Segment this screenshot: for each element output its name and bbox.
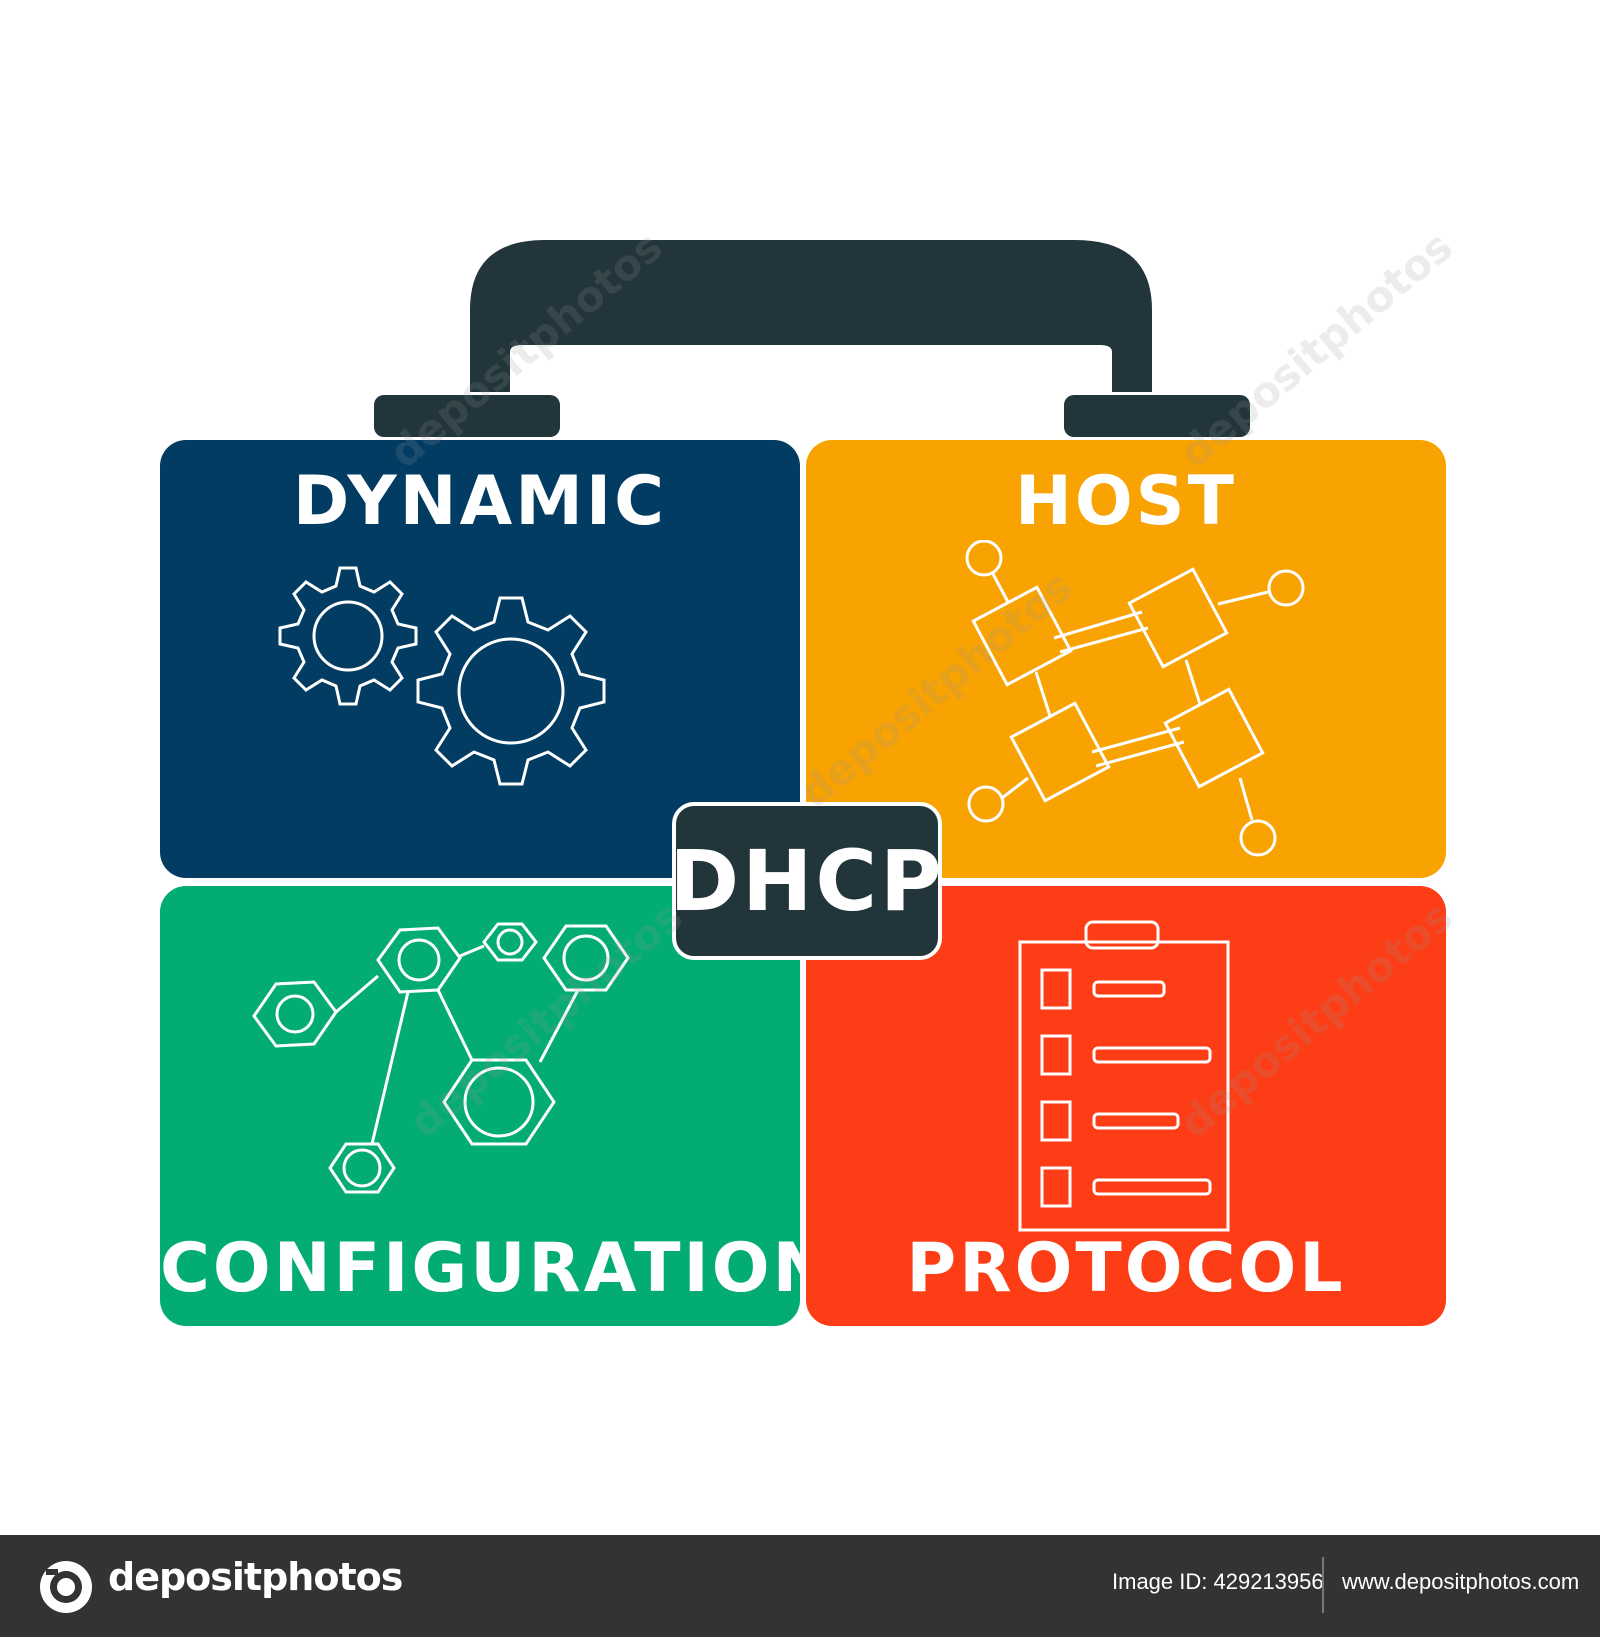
briefcase-handle <box>374 240 1250 437</box>
molecule-icon <box>252 922 630 1194</box>
panel-dynamic-label: DYNAMIC <box>292 462 668 541</box>
dhcp-badge: DHCP <box>669 802 942 960</box>
footer-bar: depositphotos Image ID: 429213956 www.de… <box>0 1535 1600 1637</box>
panel-configuration-label: CONFIGURATION <box>160 1229 833 1308</box>
network-nodes-icon <box>965 540 1305 857</box>
panel-host-label: HOST <box>1014 462 1238 541</box>
panel-protocol-label: PROTOCOL <box>906 1229 1346 1308</box>
gears-icon <box>278 566 606 786</box>
footer-website-link[interactable]: www.depositphotos.com <box>1342 1569 1580 1594</box>
panel-protocol: PROTOCOL <box>806 886 1446 1326</box>
clipboard-checklist-icon <box>1018 920 1230 1232</box>
footer-divider <box>1322 1557 1324 1613</box>
camera-logo-icon <box>40 1561 92 1613</box>
footer-brand: depositphotos <box>108 1555 403 1599</box>
footer-image-id: Image ID: 429213956 <box>1112 1569 1324 1594</box>
